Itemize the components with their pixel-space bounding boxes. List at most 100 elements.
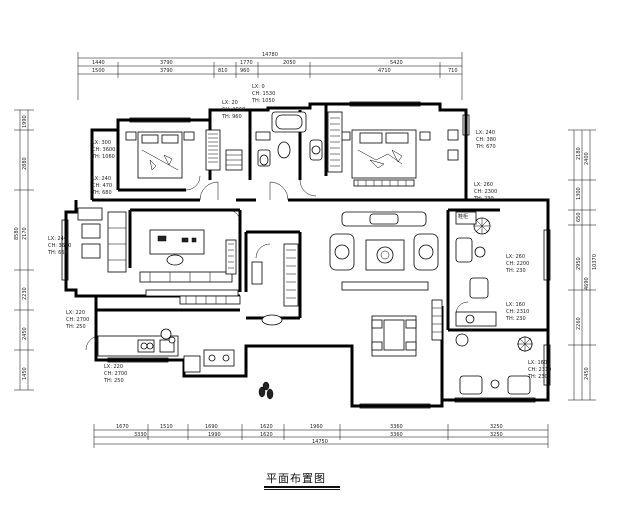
note-master-3: TH: 670 [475,144,496,150]
note-bath-2: CH: 1530 [252,91,275,97]
dim-bottom-4: 1620 [260,424,273,430]
dim-top-8: 810 [218,68,228,74]
dim-left-3: 2170 [22,227,28,240]
entrance-shoes-icon [258,381,274,400]
dim-bottom-10: 1620 [260,432,273,438]
dim-bottom-9: 1990 [208,432,221,438]
kitchen-fixtures [97,328,235,373]
dim-right-7: 2260 [576,317,582,330]
corridor-wardrobes [145,243,299,326]
note-bath-3: TH: 1050 [251,98,275,104]
note-shoe-cabinet: 鞋柜 [458,213,468,220]
dim-right-4: 650 [576,212,582,222]
note-bedroom1-1: LX: 300 [92,140,111,146]
note-closet-3: TH: 960 [221,114,242,120]
dim-bottom-11: 3360 [390,432,403,438]
note-master-2: CH: 380 [476,137,496,143]
note-bath-1: LX: 0 [252,84,265,90]
windows [61,101,551,409]
dim-top-7: 3790 [160,68,173,74]
note-balcony2-2: CH: 2200 [506,261,529,267]
dim-bottom-8: 3330 [134,432,147,438]
dim-right-3: 1300 [576,187,582,200]
note-bedroom1-2: CH: 3600 [92,147,115,153]
right-dimension-lines [568,129,596,401]
note-dining-2: CH: 2700 [104,371,127,377]
note-balcony2-1: LX: 260 [506,254,525,260]
living-room-furniture [329,211,439,291]
dim-top-5: 5420 [390,60,403,66]
note-master-1: LX: 240 [476,130,495,136]
note-balcony1-3: TH: 230 [473,196,494,202]
note-terrace-1: LX: 160 [528,360,547,366]
dining-furniture [371,299,443,357]
dim-bottom-overall: 14750 [312,439,328,445]
dim-right-8: 2450 [584,367,590,380]
note-closet-2: CH: 1560 [222,107,245,113]
bottom-dimension-lines [93,424,549,448]
note-closet-1: LX: 20 [222,100,238,106]
study-furniture [139,229,237,283]
note-dining-1: LX: 220 [104,364,123,370]
note-balcony3-2: CH: 2310 [506,309,529,315]
note-balcony1-1: LX: 260 [474,182,493,188]
dim-top-2: 3790 [160,60,173,66]
dim-top-10: 4710 [378,68,391,74]
note-study-1: LX: 240 [48,236,67,242]
master-bedroom-furniture [327,111,459,187]
note-study-3: TH: 660 [47,250,68,256]
dim-left-overall: 8580 [14,227,20,240]
note-kitchen-3: TH: 250 [65,324,86,330]
note-balcony3-1: LX: 160 [506,302,525,308]
drawing-title: 平面布置图 [266,472,326,485]
top-dimension-lines [77,52,463,100]
dim-right-overall: 10370 [592,254,598,270]
dim-left-6: 1450 [22,367,28,380]
dim-left-2: 2880 [22,157,28,170]
dim-top-3: 1770 [240,60,253,66]
note-terrace-3: TH: 230 [527,374,548,380]
title-underline [264,486,340,488]
dim-bottom-6: 3360 [390,424,403,430]
note-corridor-1: LX: 240 [92,176,111,182]
note-study-2: CH: 3670 [48,243,71,249]
dim-top-6: 1500 [92,68,105,74]
dim-top-overall: 14780 [262,52,278,58]
dim-left-4: 2230 [22,287,28,300]
left-dimension-lines [14,109,34,391]
dim-bottom-5: 1960 [310,424,323,430]
dim-bottom-7: 3250 [490,424,503,430]
dim-bottom-3: 1690 [205,424,218,430]
dim-top-1: 1440 [92,60,105,66]
dim-top-9: 960 [240,68,250,74]
dim-top-4: 2050 [283,60,296,66]
note-dining-3: TH: 250 [103,378,124,384]
dim-right-6: 4690 [584,277,590,290]
dim-right-2: 2400 [584,152,590,165]
terrace-furniture [455,333,533,395]
balcony-furniture [455,211,497,327]
note-balcony3-3: TH: 230 [505,316,526,322]
dim-left-5: 2450 [22,327,28,340]
dim-bottom-2: 1510 [160,424,173,430]
note-bedroom1-3: TH: 1060 [91,154,115,160]
note-kitchen-1: LX: 220 [66,310,85,316]
room-notes: LX: 0 CH: 1530 TH: 1050 LX: 20 CH: 1560 … [47,84,551,384]
note-balcony1-2: CH: 2300 [474,189,497,195]
note-terrace-2: CH: 2310 [528,367,551,373]
note-kitchen-2: CH: 2700 [66,317,89,323]
dim-top-11: 710 [448,68,458,74]
note-balcony2-3: TH: 230 [505,268,526,274]
dim-bottom-12: 3250 [490,432,503,438]
dim-bottom-1: 1670 [116,424,129,430]
bathroom-fixtures [225,111,323,171]
dim-right-1: 2180 [576,147,582,160]
dim-right-5: 2950 [576,257,582,270]
bedroom-1-furniture [125,129,221,179]
note-corridor-2: CH: 470 [92,183,112,189]
title-underline-thin [264,489,340,490]
dim-left-1: 1990 [22,115,28,128]
note-corridor-3: TH: 680 [91,190,112,196]
side-room-furniture [77,207,127,273]
